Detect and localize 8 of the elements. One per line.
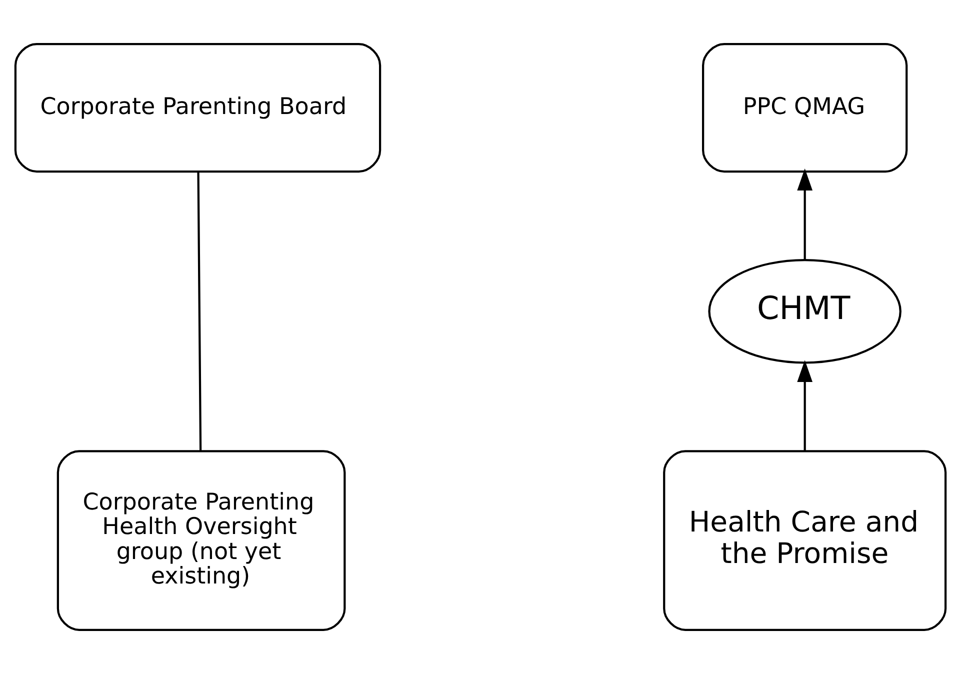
- arrow: [797, 168, 813, 260]
- arrow: [797, 360, 813, 451]
- node-box: Health Care and the Promise: [663, 450, 947, 631]
- node-box: Corporate Parenting Health Oversight group (not yet existing): [56, 450, 346, 631]
- node-box: Corporate Parenting Board: [14, 43, 382, 173]
- node-ellipse: CHMT: [708, 258, 902, 364]
- connector: [197, 172, 202, 451]
- node-box: PPC QMAG: [702, 43, 908, 173]
